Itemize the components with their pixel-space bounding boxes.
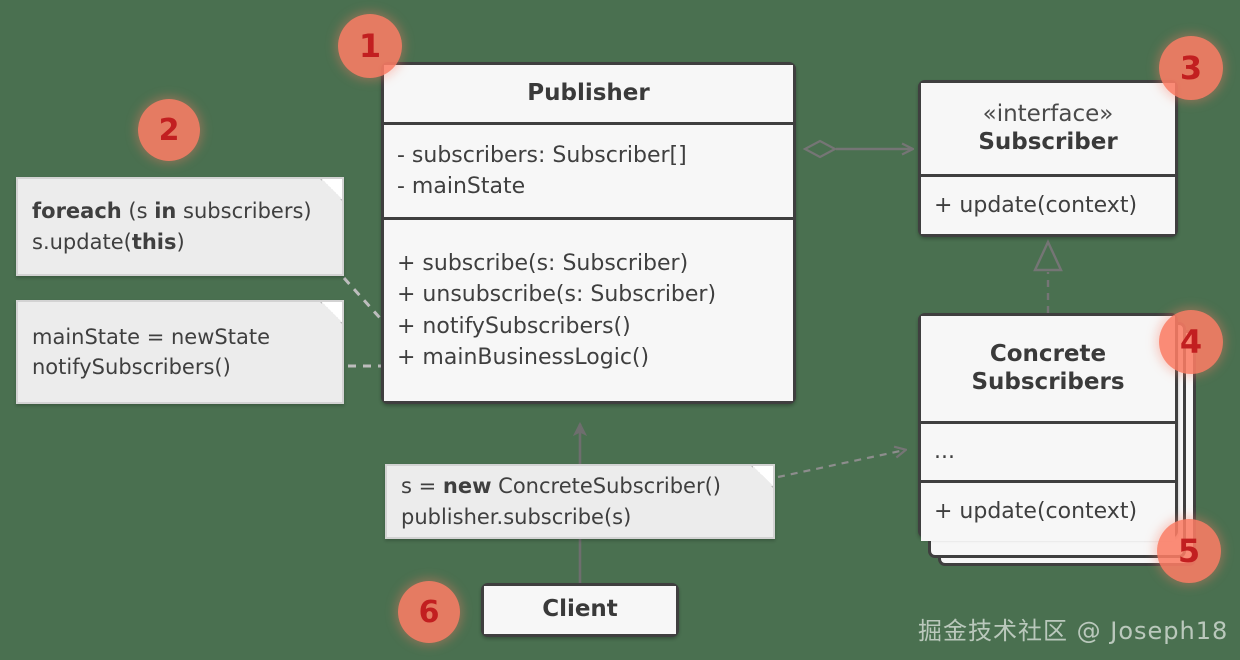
note-notify-loop-line1: foreach (s in subscribers) [32,196,328,226]
note-notify-loop-l2-post: ) [176,229,185,254]
publisher-title-section: Publisher [384,65,793,125]
step-badge-3[interactable]: 3 [1159,36,1223,100]
step-badge-4-label: 4 [1179,323,1203,361]
kw-in: in [154,199,177,224]
kw-new: new [442,474,492,499]
class-box-publisher[interactable]: Publisher - subscribers: Subscriber[] - … [381,62,796,404]
note-client-code-l1-pre: s = [401,474,443,499]
subscriber-stereotype: «interface» [982,101,1114,128]
kw-this: this [131,229,177,254]
step-badge-5-label: 5 [1177,532,1201,570]
relation-notifynote-publisher [342,276,382,320]
relation-publisher-subscriber [802,139,912,159]
client-title: Client [542,596,618,623]
concrete-subscribers-attributes-section: ... [921,424,1175,483]
kw-foreach: foreach [32,199,122,224]
concrete-subscribers-title-line2: Subscribers [971,368,1125,395]
watermark: 掘金技术社区 @ Joseph18 [918,617,1229,645]
note-notify-loop-l2-pre: s.update( [32,229,132,254]
subscriber-operation: + update(context) [934,192,1138,218]
publisher-operation: + subscribe(s: Subscriber) [397,251,689,277]
publisher-operation: + mainBusinessLogic() [397,344,650,370]
step-badge-1[interactable]: 1 [338,14,402,78]
publisher-operation: + unsubscribe(s: Subscriber) [397,282,717,308]
note-notify-loop-l1-tail: subscribers) [176,199,312,224]
step-badge-2[interactable]: 2 [138,99,200,161]
concrete-subscribers-title-section: Concrete Subscribers [921,316,1175,424]
concrete-subscribers-operation: + update(context) [934,499,1138,525]
relation-clientnote-concretesubscribers [777,450,905,479]
step-badge-3-label: 3 [1179,49,1203,87]
note-notify-loop[interactable]: foreach (s in subscribers) s.update(this… [16,177,344,276]
note-notify-loop-line2: s.update(this) [32,227,328,257]
subscriber-operations-section: + update(context) [921,177,1175,234]
publisher-operations-section: + subscribe(s: Subscriber) + unsubscribe… [384,220,793,401]
relation-concrete-subscriber-realization [1033,239,1063,313]
publisher-operation: + notifySubscribers() [397,313,631,339]
step-badge-1-label: 1 [358,27,382,65]
note-client-code-l1-post: ConcreteSubscriber() [491,474,721,499]
note-client-code-line2: publisher.subscribe(s) [401,504,632,529]
class-box-concrete-subscribers[interactable]: Concrete Subscribers ... + update(contex… [918,313,1178,541]
publisher-attribute: - subscribers: Subscriber[] [397,142,687,168]
subscriber-title: Subscriber [978,128,1118,155]
step-badge-6-label: 6 [418,594,440,630]
publisher-title: Publisher [527,79,650,106]
class-box-subscriber[interactable]: «interface» Subscriber + update(context) [918,80,1178,237]
note-main-business-logic-line2: notifySubscribers() [32,355,231,379]
subscriber-title-section: «interface» Subscriber [921,83,1175,177]
concrete-subscribers-attribute: ... [934,439,955,465]
concrete-subscribers-operations-section: + update(context) [921,483,1175,541]
note-main-business-logic-line1: mainState = newState [32,324,270,349]
step-badge-6[interactable]: 6 [398,581,460,643]
step-badge-5[interactable]: 5 [1157,519,1221,583]
publisher-attribute: - mainState [397,174,526,199]
step-badge-2-label: 2 [158,112,180,148]
note-client-code-line1: s = new ConcreteSubscriber() [401,471,759,501]
note-client-code[interactable]: s = new ConcreteSubscriber() publisher.s… [385,464,775,539]
publisher-attributes-section: - subscribers: Subscriber[] - mainState [384,125,793,220]
concrete-subscribers-title-line1: Concrete [989,341,1107,368]
note-main-business-logic[interactable]: mainState = newState notifySubscribers() [16,300,344,404]
class-box-client[interactable]: Client [481,583,679,637]
step-badge-4[interactable]: 4 [1159,310,1223,374]
note-notify-loop-l1-rest: (s [121,199,155,224]
client-title-section: Client [484,586,676,634]
